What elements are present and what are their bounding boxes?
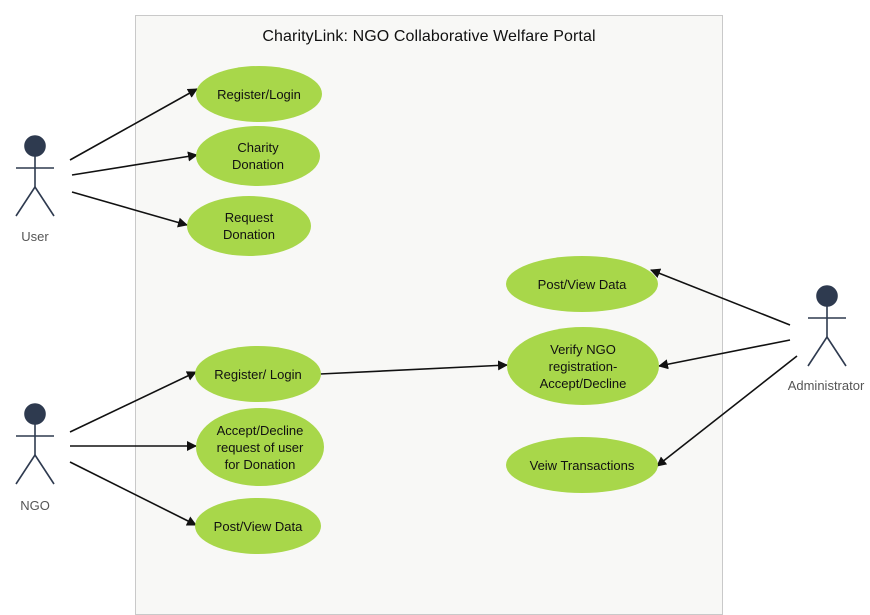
usecase-request-donation: Request Donation xyxy=(187,196,311,256)
system-title: CharityLink: NGO Collaborative Welfare P… xyxy=(262,28,596,45)
user-to-request-link xyxy=(71,191,188,228)
usecase-charity-donation: Charity Donation xyxy=(196,126,320,186)
admin-actor-figure xyxy=(807,285,847,367)
ngo-actor-label: NGO xyxy=(20,498,50,513)
use-case-diagram: CharityLink: NGO Collaborative Welfare P… xyxy=(15,15,865,615)
user-actor-label: User xyxy=(21,229,49,244)
usecase-ngo-post-view-data: Post/View Data xyxy=(195,498,321,554)
ngo-to-register-link xyxy=(69,371,197,433)
admin-to-transactions-link xyxy=(656,355,798,467)
usecase-view-transactions: Veiw Transactions xyxy=(506,437,658,493)
connections-layer xyxy=(15,88,847,526)
usecase-accept-decline-request: Accept/Decline request of user for Donat… xyxy=(196,408,324,486)
user-actor-figure xyxy=(15,135,55,217)
usecase-verify-ngo-registration: Verify NGO registration- Accept/Decline xyxy=(507,327,659,405)
admin-actor-label: Administrator xyxy=(787,378,865,393)
register-to-verify-link xyxy=(319,360,508,375)
admin-to-postview-link xyxy=(650,268,791,326)
usecase-user-register-login: Register/Login xyxy=(196,66,322,122)
ngo-actor-figure xyxy=(15,403,55,485)
usecase-ngo-register-login: Register/ Login xyxy=(195,346,321,402)
ngo-to-postview-link xyxy=(69,461,197,526)
user-to-charity-link xyxy=(71,151,198,176)
admin-to-verify-link xyxy=(658,339,791,370)
user-to-register-link xyxy=(69,88,198,161)
usecase-admin-post-view-data: Post/View Data xyxy=(506,256,658,312)
